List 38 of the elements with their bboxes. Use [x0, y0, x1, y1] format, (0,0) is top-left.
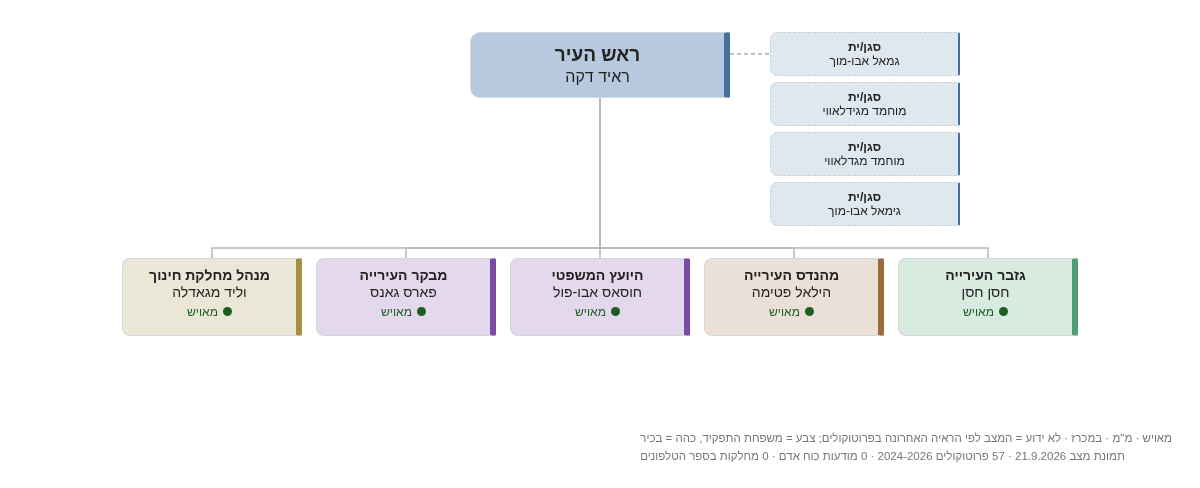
person-name: הילאל פטימה [751, 283, 832, 301]
role-title: היועץ המשפטי [551, 267, 644, 284]
role-title: סגן/ית [847, 39, 882, 54]
role-title: סגן/ית [847, 139, 882, 154]
deputy-card [770, 32, 960, 76]
role-title: מנהל מחלקת חינוך [149, 267, 270, 284]
person-name: מוחמד מגדלאווי [824, 154, 905, 169]
department-card [704, 258, 884, 336]
role-title: סגן/ית [847, 89, 882, 104]
status-text: מאויש [963, 304, 994, 319]
role-title: מבקר העירייה [359, 267, 448, 284]
deputy-card [770, 82, 960, 126]
footnote: תמונת מצב 21.9.2026 · 57 פרוטוקולים 2024-2026 · 0 מודעות כוח אדם · 0 מחלקות בספר הטלפונים [640, 449, 1125, 464]
status-text: מאויש [769, 304, 800, 319]
person-name: פארס גאנס [370, 283, 437, 301]
person-name: חוסאס אבו-פול [553, 283, 642, 301]
person-name: גמאל אבו-מוך [829, 54, 900, 69]
footnote: מאויש · מ"מ · במכרז · לא ידוע = המצב לפי הראיה האחרונה בפרוטוקולים; צבע = משפחת התפקיד, כהה = בכיר [640, 431, 1172, 446]
connector-line [729, 53, 771, 55]
person-name: חסן חסן [961, 283, 1010, 301]
role-title: מהנדס העירייה [743, 267, 840, 284]
deputy-card [770, 132, 960, 176]
department-card [122, 258, 302, 336]
deputy-card [770, 182, 960, 226]
person-name: מוחמד מגידלאווי [822, 104, 907, 119]
role-title: סגן/ית [847, 189, 882, 204]
department-card [898, 258, 1078, 336]
status-text: מאויש [381, 304, 412, 319]
status-text: מאויש [187, 304, 218, 319]
mayor-card [470, 32, 730, 98]
person-name: גימאל אבו-מוך [828, 204, 901, 219]
department-card [510, 258, 690, 336]
status-text: מאויש [575, 304, 606, 319]
person-name: ראיד דקה [565, 66, 630, 86]
person-name: וליד מגאדלה [172, 283, 247, 301]
role-title: ראש העיר [554, 44, 641, 67]
role-title: גזבר העירייה [945, 267, 1026, 284]
department-card [316, 258, 496, 336]
